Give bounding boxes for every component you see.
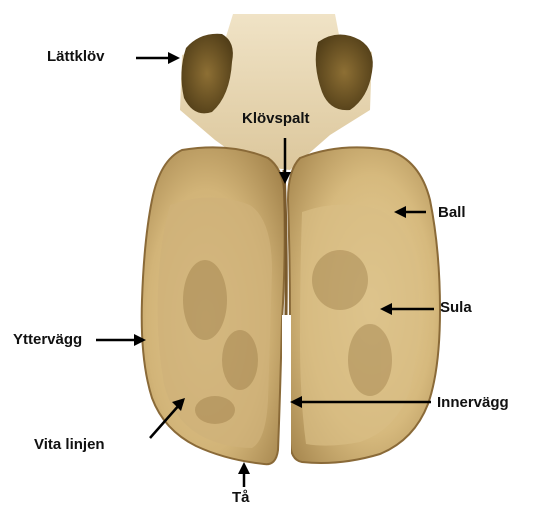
label-interdigital-cleft: Klövspalt bbox=[242, 111, 310, 126]
label-dewclaw: Lättklöv bbox=[47, 49, 105, 64]
label-inner-wall: Innervägg bbox=[437, 395, 509, 410]
label-outer-wall: Yttervägg bbox=[13, 332, 82, 347]
label-white-line: Vita linjen bbox=[34, 437, 105, 452]
label-heel-bulb: Ball bbox=[438, 205, 466, 220]
label-toe: Tå bbox=[232, 490, 250, 505]
label-sole: Sula bbox=[440, 300, 472, 315]
cleft-gap bbox=[282, 315, 291, 463]
